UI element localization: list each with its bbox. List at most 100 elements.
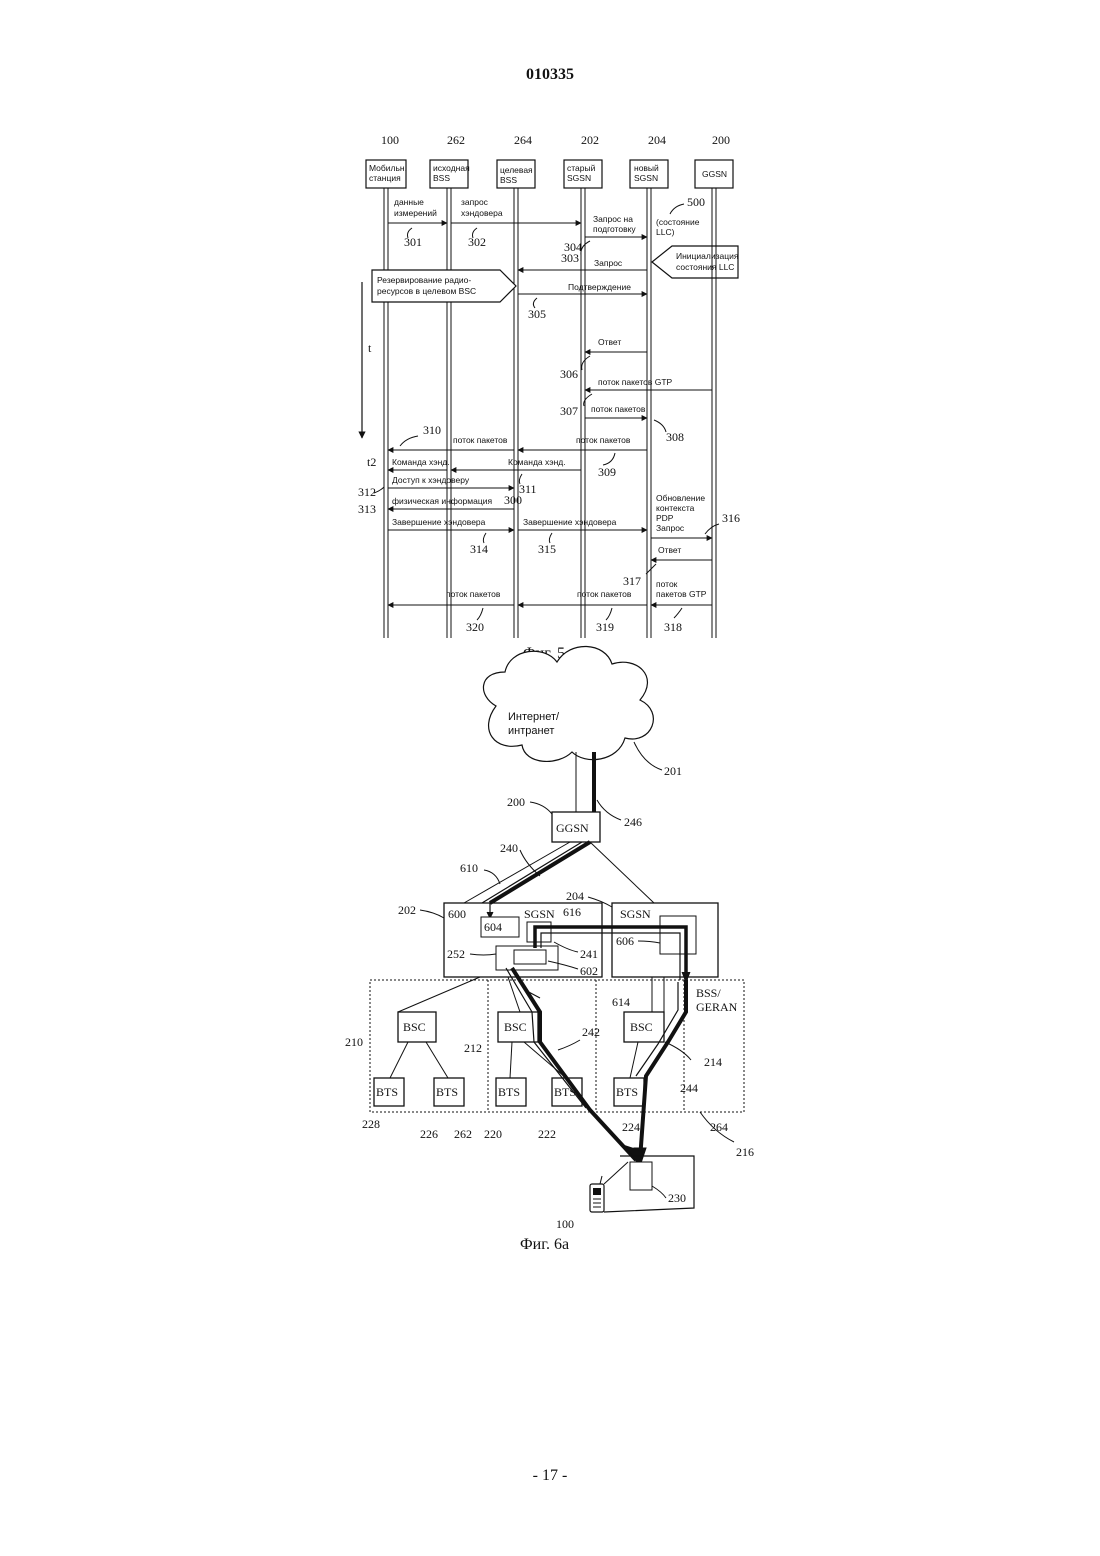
entity-ref-202: 202 — [581, 133, 599, 147]
ref-318: 318 — [664, 620, 682, 634]
msg-306-label: Ответ — [598, 337, 621, 347]
ref-202: 202 — [398, 903, 416, 917]
ref-313: 313 — [358, 502, 376, 516]
figure-6a-caption: Фиг. 6а — [520, 1236, 569, 1253]
entity-label-new-sgsn-1: новый — [634, 163, 659, 173]
bsc-210-label: BSC — [403, 1020, 426, 1034]
ref-308: 308 — [666, 430, 684, 444]
time-t2-label: t2 — [367, 455, 376, 469]
msg-305-label: Подтверждение — [568, 282, 631, 292]
entity-label-source-bss-1: исходная — [433, 163, 470, 173]
flow-319-label: поток пакетов — [577, 589, 632, 599]
ref-210: 210 — [345, 1035, 363, 1049]
bts-224-label: BTS — [616, 1085, 638, 1099]
reservation-label-2: ресурсов в целевом BSC — [377, 286, 476, 296]
ref-304: 304 — [564, 240, 582, 254]
pdp-update-label-2: контекста — [656, 503, 695, 513]
cloud-label-1: Интернет/ — [508, 711, 560, 723]
ref-317: 317 — [623, 574, 641, 588]
flow-b-label: поток пакетов — [576, 435, 631, 445]
ref-301: 301 — [404, 235, 422, 249]
llc-state-label-2: LLC) — [656, 227, 675, 237]
ref-204: 204 — [566, 889, 584, 903]
entity-label-target-bss-2: BSS — [500, 175, 517, 185]
bsc-212-label: BSC — [504, 1020, 527, 1034]
llc-init-label-1: Инициализация — [676, 251, 739, 261]
figure-6a-network-diagram: Интернет/ интранет 201 246 GGSN 200 240 … — [345, 646, 754, 1253]
msg-317-label: Ответ — [658, 545, 681, 555]
ref-610: 610 — [460, 861, 478, 875]
sgsn-new-subunit-606 — [660, 916, 696, 954]
ref-228: 228 — [362, 1117, 380, 1131]
entity-ref-200: 200 — [712, 133, 730, 147]
terminal-230 — [630, 1162, 652, 1190]
pdp-update-label-3: PDP — [656, 513, 674, 523]
complete-a-label: Завершение хэндовера — [392, 517, 486, 527]
sgsn-new-label: SGSN — [620, 907, 651, 921]
entity-label-ggsn: GGSN — [702, 169, 727, 179]
ref-604: 604 — [484, 920, 502, 934]
bts-226-label: BTS — [436, 1085, 458, 1099]
ref-315: 315 — [538, 542, 556, 556]
ref-242: 242 — [582, 1025, 600, 1039]
mobile-phone-icon — [590, 1176, 604, 1212]
cmd-b-label: Команда хэнд. — [508, 457, 566, 467]
ref-319: 319 — [596, 620, 614, 634]
internet-cloud — [483, 646, 653, 761]
complete-b-label: Завершение хэндовера — [523, 517, 617, 527]
sgsn-old-label: SGSN — [524, 907, 555, 921]
msg-302-label-2: хэндовера — [461, 208, 503, 218]
bts-220-label: BTS — [498, 1085, 520, 1099]
ref-212: 212 — [464, 1041, 482, 1055]
ref-305: 305 — [528, 307, 546, 321]
entity-label-mobile-2: станция — [369, 173, 401, 183]
entity-ref-204: 204 — [648, 133, 666, 147]
entity-label-mobile-1: Мобильн. — [369, 163, 407, 173]
reservation-label-1: Резервирование радио- — [377, 275, 471, 285]
msg-303-label-2: подготовку — [593, 224, 636, 234]
ref-606: 606 — [616, 934, 634, 948]
page-number-footer: - 17 - — [0, 1467, 1100, 1485]
ref-320: 320 — [466, 620, 484, 634]
entity-label-target-bss-1: целевая — [500, 165, 533, 175]
ref-306: 306 — [560, 367, 578, 381]
msg-302-label-1: запрос — [461, 197, 489, 207]
ref-307: 307 — [560, 404, 578, 418]
entity-label-new-sgsn-2: SGSN — [634, 173, 658, 183]
ref-220: 220 — [484, 1127, 502, 1141]
ref-300: 300 — [504, 493, 522, 507]
ref-244: 244 — [680, 1081, 698, 1095]
bss-geran-label-2: GERAN — [696, 1000, 738, 1014]
ref-246: 246 — [624, 815, 642, 829]
ref-600: 600 — [448, 907, 466, 921]
cmd-a-label: Команда хэнд. — [392, 457, 450, 467]
ref-309: 309 — [598, 465, 616, 479]
ref-214: 214 — [704, 1055, 722, 1069]
entity-label-source-bss-2: BSS — [433, 173, 450, 183]
ref-614: 614 — [612, 995, 630, 1009]
cloud-label-2: интранет — [508, 725, 554, 737]
gtp-flow-1-label: поток пакетов GTP — [598, 377, 673, 387]
time-axis-label: t — [368, 341, 372, 355]
ref-602: 602 — [580, 964, 598, 978]
ref-230: 230 — [668, 1191, 686, 1205]
ref-316: 316 — [722, 511, 740, 525]
flow-320-label: поток пакетов — [446, 589, 501, 599]
ref-312: 312 — [358, 485, 376, 499]
bsc-214-label: BSC — [630, 1020, 653, 1034]
bss-geran-label-1: BSS/ — [696, 986, 721, 1000]
ref-252: 252 — [447, 947, 465, 961]
ref-310: 310 — [423, 423, 441, 437]
msg-308-label: поток пакетов — [591, 404, 646, 414]
phys-label: физическая информация — [392, 496, 492, 506]
entity-label-old-sgsn-1: старый — [567, 163, 596, 173]
ref-241: 241 — [580, 947, 598, 961]
ref-100: 100 — [556, 1217, 574, 1231]
msg-303-label-1: Запрос на — [593, 214, 633, 224]
ref-224: 224 — [622, 1120, 640, 1134]
ref-616: 616 — [563, 905, 581, 919]
ref-314: 314 — [470, 542, 488, 556]
pdp-update-label-4: Запрос — [656, 523, 685, 533]
ref-200: 200 — [507, 795, 525, 809]
